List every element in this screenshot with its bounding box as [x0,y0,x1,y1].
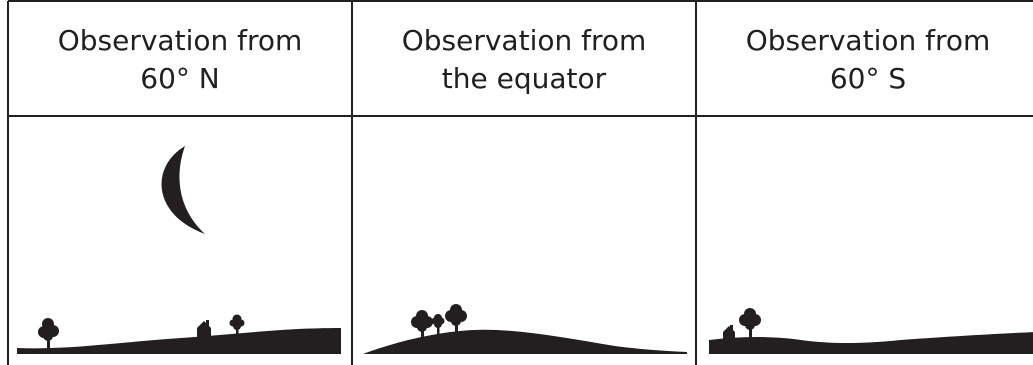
header-60s-line1: Observation from [745,24,991,57]
tree-icon [411,310,433,344]
header-equator-line1: Observation from [401,24,647,57]
moon-icon [161,146,205,234]
header-60n-line2: 60° N [140,62,220,95]
header-60n-line1: Observation from [57,24,303,57]
house-icon [723,325,735,340]
tree-icon [739,308,761,340]
hill-icon [17,328,341,354]
tree-icon [38,318,59,352]
header-equator-line2: the equator [441,62,607,95]
tree-icon [445,304,467,334]
hill-icon [709,332,1033,354]
header-60s: Observation from 60° S [696,22,1033,112]
tree-icon [431,314,445,338]
header-60s-line2: 60° S [829,62,907,95]
scene-60s [709,308,1033,354]
header-60n: Observation from 60° N [8,22,352,112]
header-equator: Observation from the equator [352,22,696,112]
house-icon [197,320,211,340]
scene-equator [363,304,687,354]
scene-60n [17,146,341,354]
tree-icon [229,314,245,336]
hill-icon [363,329,687,354]
